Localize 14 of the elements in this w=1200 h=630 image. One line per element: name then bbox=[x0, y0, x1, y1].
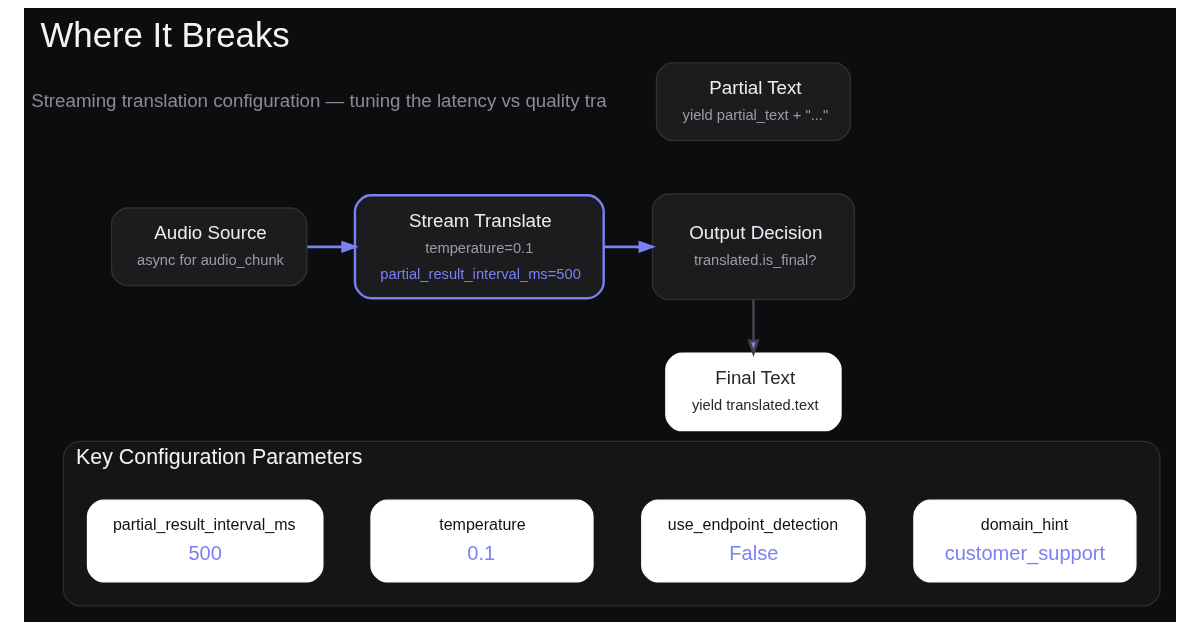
node-box: use_endpoint_detection False bbox=[641, 499, 866, 583]
label: Streaming translation configuration — tuning the latency vs quality tra bbox=[31, 89, 607, 111]
node-box: Audio Source async for audio_chunk bbox=[110, 207, 308, 287]
node-box: domain_hint customer_support bbox=[913, 499, 1137, 583]
node-box: Stream Translate temperature=0.1 partial_result_interval_ms=500 bbox=[353, 194, 605, 300]
node-box: temperature 0.1 bbox=[370, 499, 594, 583]
node-box: Partial Text yield partial_text + "..." bbox=[655, 62, 852, 142]
node-box: partial_result_interval_ms 500 bbox=[86, 499, 324, 583]
arrow bbox=[307, 240, 359, 253]
arrow bbox=[604, 240, 656, 253]
node-box: Final Text yield translated.text bbox=[665, 352, 842, 432]
node-box: Output Decision translated.is_final? bbox=[651, 193, 856, 301]
diagram-title: Where It Breaks bbox=[40, 15, 290, 54]
arrow bbox=[747, 299, 760, 357]
